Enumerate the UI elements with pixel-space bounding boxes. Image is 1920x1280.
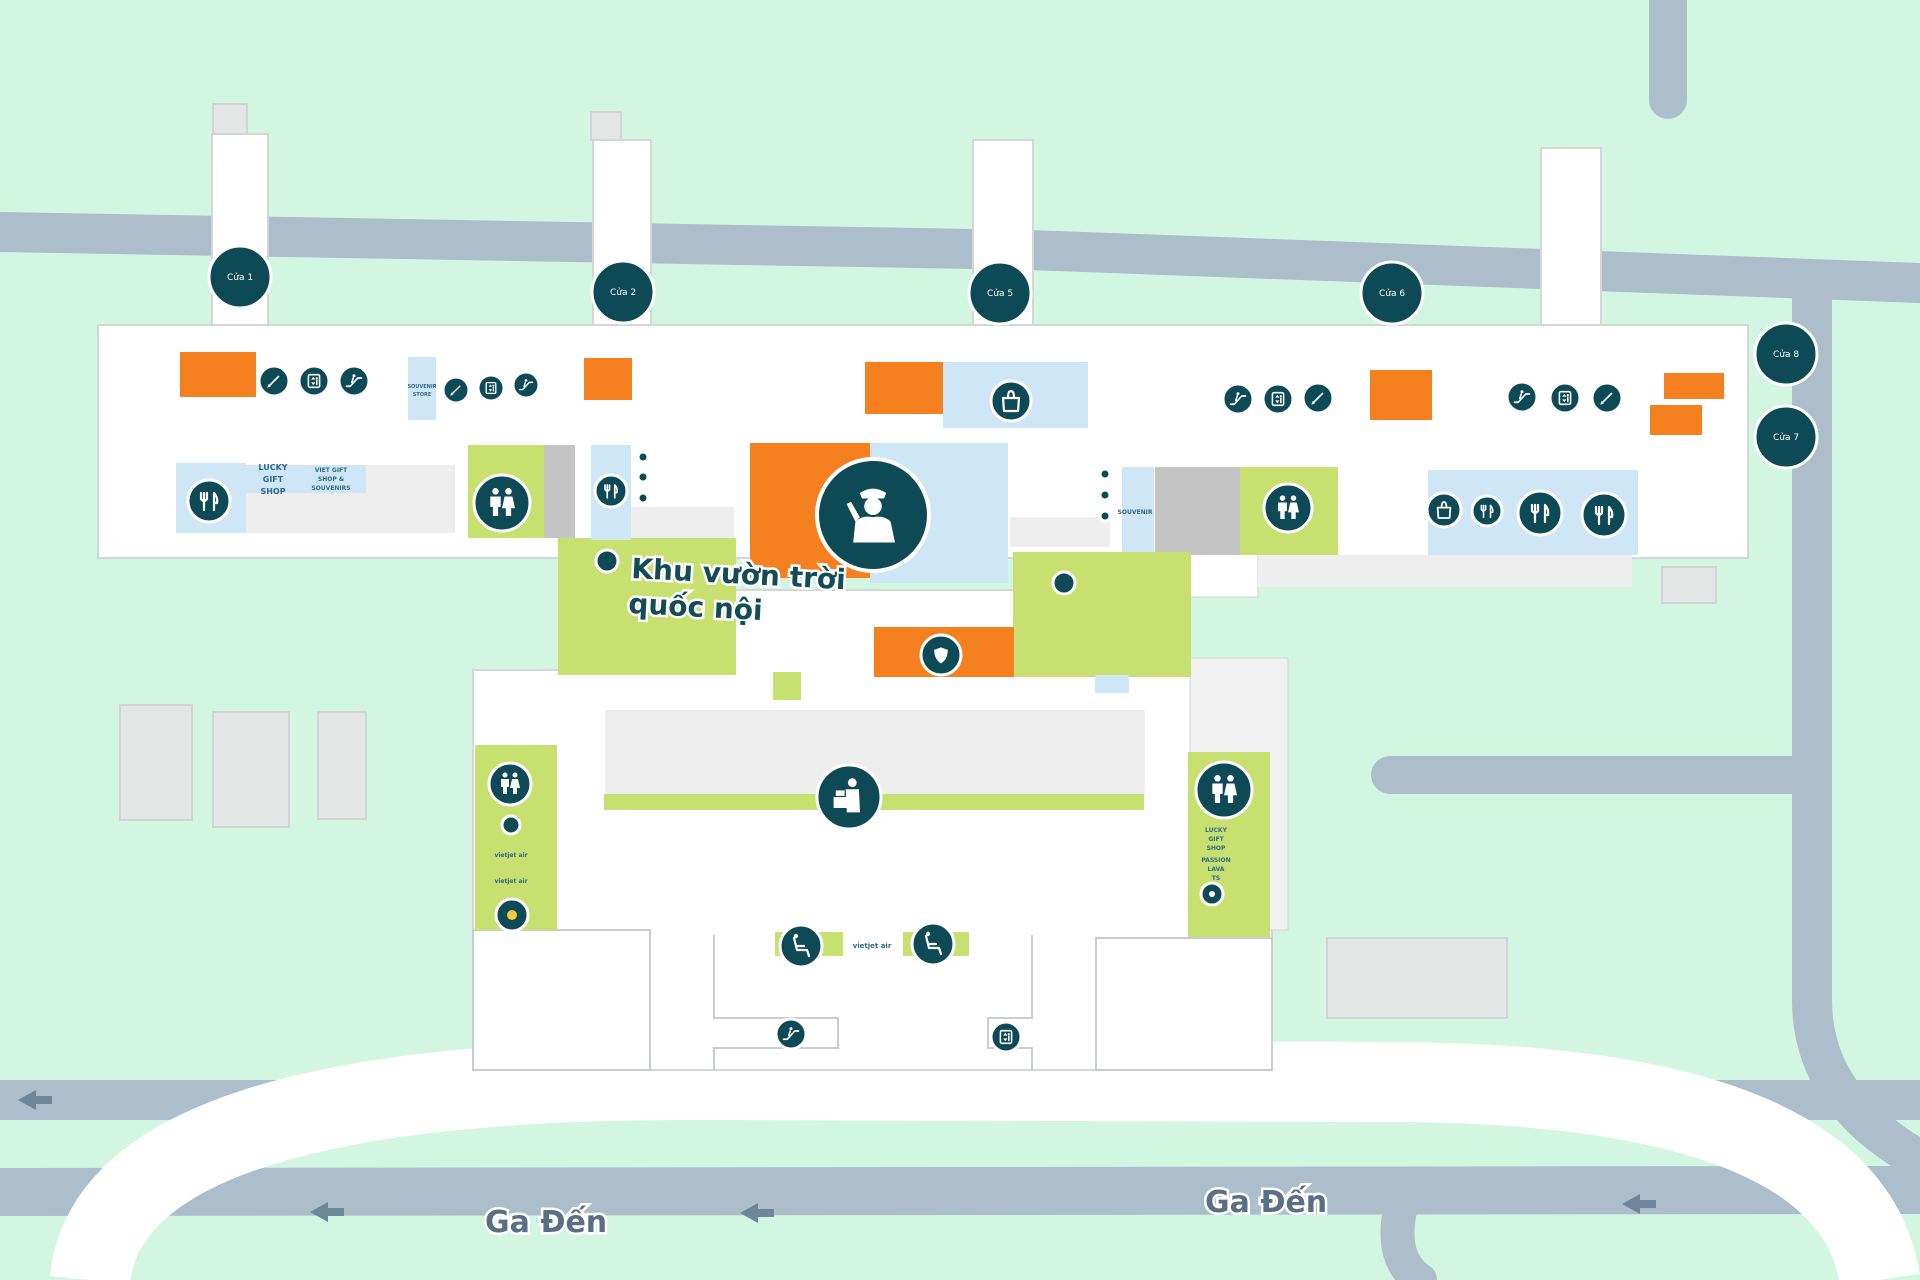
restaurant-icon[interactable] (1516, 489, 1564, 537)
restroom-icon[interactable] (1262, 482, 1314, 534)
place-dot[interactable] (594, 548, 620, 574)
road-label-ga-den-1: Ga Đến (485, 1205, 607, 1240)
pen-icon[interactable] (1590, 381, 1624, 415)
shop-lucky-gift-line-3: SHOP (260, 487, 285, 496)
small-poi-icon[interactable] (1098, 509, 1112, 523)
pen-icon[interactable] (1301, 381, 1335, 415)
shop-viet-gift-line-2: SHOP & (318, 476, 344, 483)
place-dot[interactable] (1051, 570, 1077, 596)
shop-passion-line-2: LAVA (1208, 866, 1225, 873)
arrow-left-icon (740, 1203, 774, 1223)
elevator-icon[interactable] (989, 1020, 1023, 1054)
escalator-icon[interactable] (1221, 382, 1255, 416)
immigration-officer-icon[interactable] (815, 457, 931, 573)
shop-viet-gift-line-1: VIET GIFT (315, 467, 348, 474)
restaurant-icon[interactable] (186, 478, 232, 524)
pen-icon[interactable] (441, 375, 471, 405)
small-poi-icon[interactable] (500, 814, 522, 836)
escalator-icon[interactable] (337, 364, 371, 398)
shop-viet-gift-line-3: SOUVENIRS (311, 485, 350, 492)
pen-icon[interactable] (257, 364, 291, 398)
restaurant-icon[interactable] (1470, 494, 1504, 528)
gate-markers: Cửa 1 Cửa 2 Cửa 5 Cửa 6 Cửa 8 Cửa 7 (207, 244, 1819, 470)
lower-blocks (472, 929, 1273, 1071)
waiting-seat-icon[interactable] (778, 923, 824, 969)
check-in-counter-icon[interactable] (815, 763, 883, 831)
gate-2-marker[interactable]: Cửa 2 (590, 259, 656, 325)
shop-labels: LUCKY GIFT SHOP VIET GIFT SHOP & SOUVENI… (258, 384, 1230, 950)
shop-souvenir-store-line-1: SOUVENIR (407, 384, 436, 390)
gate-8-marker[interactable]: Cửa 8 (1753, 321, 1819, 387)
gate-5-marker[interactable]: Cửa 5 (967, 260, 1033, 326)
shop-lucky-gift-right-line-2: GIFT (1208, 836, 1224, 843)
road-lower-right-curve (1380, 1193, 1437, 1280)
shop-lucky-gift-right-line-1: LUCKY (1205, 827, 1228, 834)
road-arrows (18, 1090, 1656, 1223)
east-annex (1189, 551, 1259, 598)
svg-text:Cửa 5: Cửa 5 (987, 288, 1013, 299)
restroom-icon[interactable] (472, 473, 532, 533)
waiting-seat-icon[interactable] (910, 921, 956, 967)
small-poi-icon[interactable] (1098, 488, 1112, 502)
elevator-icon[interactable] (1261, 382, 1295, 416)
elevator-icon[interactable] (476, 373, 506, 403)
shopping-bag-icon[interactable] (989, 379, 1033, 423)
small-poi-icon[interactable] (636, 470, 650, 484)
poi-markers (186, 364, 1628, 1054)
shop-vietjet-3: vietjet air (853, 942, 892, 950)
shopping-bag-icon[interactable] (1425, 491, 1463, 529)
small-poi-icon[interactable] (636, 491, 650, 505)
security-shield-icon[interactable] (919, 633, 963, 677)
grey-zone-west (543, 445, 575, 538)
escalator-icon[interactable] (1505, 380, 1539, 414)
shop-souvenir-store-line-2: STORE (413, 392, 432, 398)
restroom-icon[interactable] (487, 761, 533, 807)
arrow-left-icon (18, 1090, 52, 1110)
restaurant-icon[interactable] (1580, 491, 1628, 539)
shop-lucky-gift-line-1: LUCKY (258, 463, 287, 472)
area-label-line-2: quốc nội (628, 587, 764, 627)
svg-text:Cửa 6: Cửa 6 (1379, 288, 1405, 299)
road-label-ga-den-2: Ga Đến (1205, 1185, 1327, 1220)
shop-souvenir-east: SOUVENIR (1118, 509, 1153, 516)
shop-lucky-gift-line-2: GIFT (263, 475, 284, 484)
svg-text:Cửa 8: Cửa 8 (1773, 349, 1799, 360)
lounge-icon[interactable] (494, 897, 530, 933)
curved-access-road (50, 1039, 1920, 1280)
shop-vietjet-2: vietjet air (494, 878, 527, 885)
arrow-left-icon (310, 1202, 344, 1222)
elevator-icon[interactable] (1548, 381, 1582, 415)
escalator-icon[interactable] (774, 1017, 808, 1051)
svg-text:Cửa 2: Cửa 2 (610, 287, 636, 298)
shop-lucky-gift-right-line-3: SHOP (1207, 845, 1226, 852)
arrow-left-icon (1622, 1194, 1656, 1214)
shop-passion-line-3: TS (1212, 875, 1220, 882)
shop-passion-line-1: PASSION (1201, 857, 1230, 864)
gate-6-marker[interactable]: Cửa 6 (1359, 260, 1425, 326)
svg-text:Cửa 1: Cửa 1 (227, 272, 253, 283)
svg-text:Cửa 7: Cửa 7 (1773, 432, 1799, 443)
small-poi-icon[interactable] (1098, 467, 1112, 481)
grey-zone-east (1155, 467, 1245, 555)
road-arrivals-lower (0, 1166, 1920, 1216)
shop-vietjet-1: vietjet air (494, 852, 527, 859)
restroom-icon[interactable] (1194, 760, 1254, 820)
gate-1-marker[interactable]: Cửa 1 (207, 244, 273, 310)
escalator-icon[interactable] (511, 370, 541, 400)
small-poi-icon[interactable] (636, 450, 650, 464)
east-annex-grey (1258, 555, 1632, 587)
elevator-icon[interactable] (297, 364, 331, 398)
gate-7-marker[interactable]: Cửa 7 (1753, 404, 1819, 470)
small-poi-icon[interactable] (1199, 881, 1225, 907)
restaurant-icon[interactable] (593, 473, 629, 509)
outlying-buildings (119, 103, 1717, 1019)
